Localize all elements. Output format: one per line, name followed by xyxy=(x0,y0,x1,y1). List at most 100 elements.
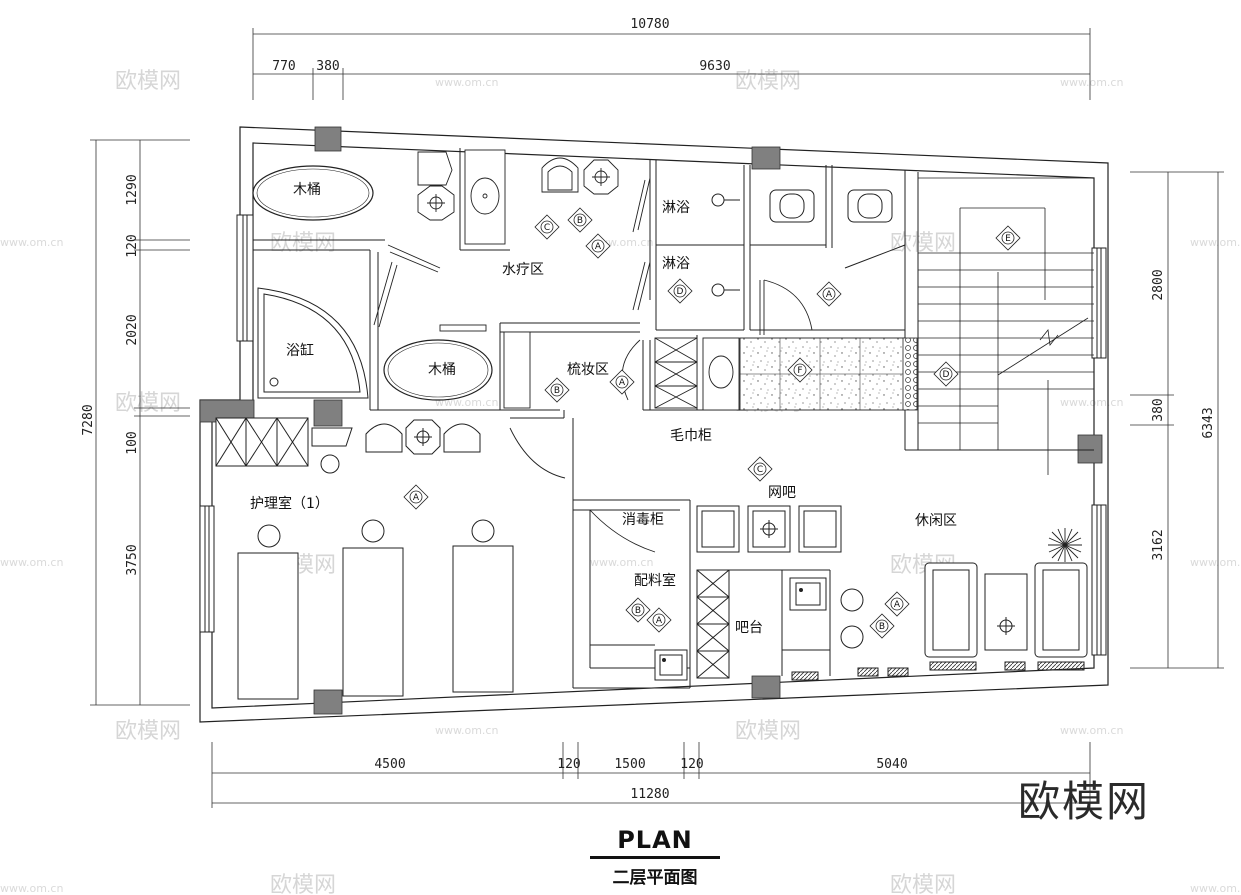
bar-area xyxy=(696,505,864,679)
watermark-url: www.om.cn xyxy=(0,882,63,895)
toilets xyxy=(769,189,893,223)
right-dimensions xyxy=(1130,171,1224,669)
watermark-url: www.om.cn xyxy=(0,236,63,249)
room-label-bar: 吧台 xyxy=(735,620,763,636)
room-label-bathtub: 浴缸 xyxy=(286,342,314,359)
plant-icon xyxy=(1048,528,1082,562)
ref-tag-label: A xyxy=(894,600,901,610)
dim-left-seg3: 2020 xyxy=(125,314,140,345)
ref-tag-label: F xyxy=(797,366,802,376)
dim-left-seg4: 100 xyxy=(125,431,140,454)
left-dimensions xyxy=(90,139,190,706)
watermark: 欧模网 xyxy=(735,719,801,744)
watermark-url: www.om.cn xyxy=(1190,236,1241,249)
ref-tag-d: D xyxy=(667,278,693,304)
dim-bottom-seg5: 5040 xyxy=(876,757,907,772)
brand-logo: 欧模网 xyxy=(1018,777,1151,826)
dim-top-seg2: 380 xyxy=(316,59,339,74)
watermark-url: www.om.cn xyxy=(1060,724,1123,737)
dim-left-seg2: 120 xyxy=(125,234,140,257)
room-label-prep: 配料室 xyxy=(634,572,676,589)
room-label-tub-top: 木桶 xyxy=(293,182,321,198)
shower-fixtures xyxy=(711,193,740,297)
doors xyxy=(373,177,813,553)
ref-tag-f: F xyxy=(787,357,813,383)
ref-tag-a: A xyxy=(585,233,611,259)
windows xyxy=(199,214,1107,656)
dim-bottom-seg2: 120 xyxy=(557,757,580,772)
ref-tag-b: B xyxy=(567,207,593,233)
watermark-url: www.om.cn xyxy=(1060,76,1123,89)
ref-tag-b: B xyxy=(869,613,895,639)
ref-tag-label: B xyxy=(577,216,583,226)
watermark: 欧模网 xyxy=(270,231,336,256)
dim-bottom-seg3: 1500 xyxy=(614,757,645,772)
dim-top-seg3: 9630 xyxy=(699,59,730,74)
wooden-tub-top xyxy=(252,165,374,221)
watermark: 欧模网 xyxy=(890,231,956,256)
dim-left-total: 7280 xyxy=(81,404,96,435)
ref-tag-a: A xyxy=(816,281,842,307)
ref-tag-label: A xyxy=(619,378,626,388)
ref-tag-label: D xyxy=(677,287,684,297)
title-underline xyxy=(590,856,720,859)
ref-tag-e: E xyxy=(995,225,1021,251)
ref-tag-label: B xyxy=(635,606,641,616)
room-label-towel-cabinet: 毛巾柜 xyxy=(670,428,712,444)
dim-left-seg5: 3750 xyxy=(125,544,140,575)
ref-tag-b: B xyxy=(625,597,651,623)
dim-left-seg1: 1290 xyxy=(125,174,140,205)
room-label-care-room: 护理室（1） xyxy=(250,495,329,512)
prep-room-fixtures xyxy=(654,649,688,681)
staircase xyxy=(918,177,1094,475)
watermark-url: www.om.cn xyxy=(1190,882,1241,895)
room-label-spa: 水疗区 xyxy=(502,262,544,278)
columns xyxy=(199,126,1103,715)
ref-tag-label: A xyxy=(413,493,420,503)
ref-tag-a: A xyxy=(646,607,672,633)
ref-tag-d: D xyxy=(933,361,959,387)
dim-bottom-seg4: 120 xyxy=(680,757,703,772)
corner-bathtub xyxy=(257,287,369,399)
ref-tag-label: A xyxy=(656,616,663,626)
ref-tag-b: B xyxy=(544,377,570,403)
ref-tag-label: D xyxy=(943,370,950,380)
towel-cabinet xyxy=(654,337,698,409)
ref-tag-a: A xyxy=(403,484,429,510)
ref-tag-label: C xyxy=(544,223,550,233)
watermark: 欧模网 xyxy=(115,719,181,744)
lounge-furniture xyxy=(791,562,1088,681)
dim-top-total: 10780 xyxy=(630,17,669,32)
dim-bottom-seg1: 4500 xyxy=(374,757,405,772)
drawing-title: PLAN xyxy=(617,826,693,854)
room-labels: 木桶 木桶 浴缸 水疗区 淋浴 淋浴 梳妆区 毛巾柜 护理室（1） 消毒柜 配料… xyxy=(250,182,957,636)
drawing-title-block: PLAN 二层平面图 xyxy=(590,826,720,888)
dim-right-total: 6343 xyxy=(1201,407,1216,438)
care-room-furniture xyxy=(215,417,514,700)
ref-tag-a: A xyxy=(884,591,910,617)
drawing-subtitle: 二层平面图 xyxy=(612,868,698,888)
watermark-url: www.om.cn xyxy=(435,724,498,737)
watermark: 欧模网 xyxy=(115,391,181,416)
room-label-lounge: 休闲区 xyxy=(915,513,957,529)
ref-tag-c: C xyxy=(534,214,560,240)
ref-tag-label: A xyxy=(595,242,602,252)
watermark: 欧模网 xyxy=(890,873,956,895)
ref-tag-label: B xyxy=(554,386,560,396)
ref-tag-label: E xyxy=(1005,234,1011,244)
room-label-disinfect: 消毒柜 xyxy=(622,512,664,528)
terrazzo-floor xyxy=(702,337,918,411)
dim-right-seg3: 3162 xyxy=(1151,529,1166,560)
watermark-url: www.om.cn xyxy=(1190,556,1241,569)
watermark: 欧模网 xyxy=(735,69,801,94)
ref-tag-c: C xyxy=(747,456,773,482)
room-label-internet: 网吧 xyxy=(768,485,796,501)
watermark-url: www.om.cn xyxy=(0,556,63,569)
room-label-makeup: 梳妆区 xyxy=(567,362,609,378)
wooden-tub-middle xyxy=(383,339,493,401)
dim-right-seg1: 2800 xyxy=(1151,269,1166,300)
watermark: 欧模网 xyxy=(115,69,181,94)
watermark-url: www.om.cn xyxy=(435,76,498,89)
room-label-tub-middle: 木桶 xyxy=(428,362,456,378)
dim-right-seg2: 380 xyxy=(1151,398,1166,421)
